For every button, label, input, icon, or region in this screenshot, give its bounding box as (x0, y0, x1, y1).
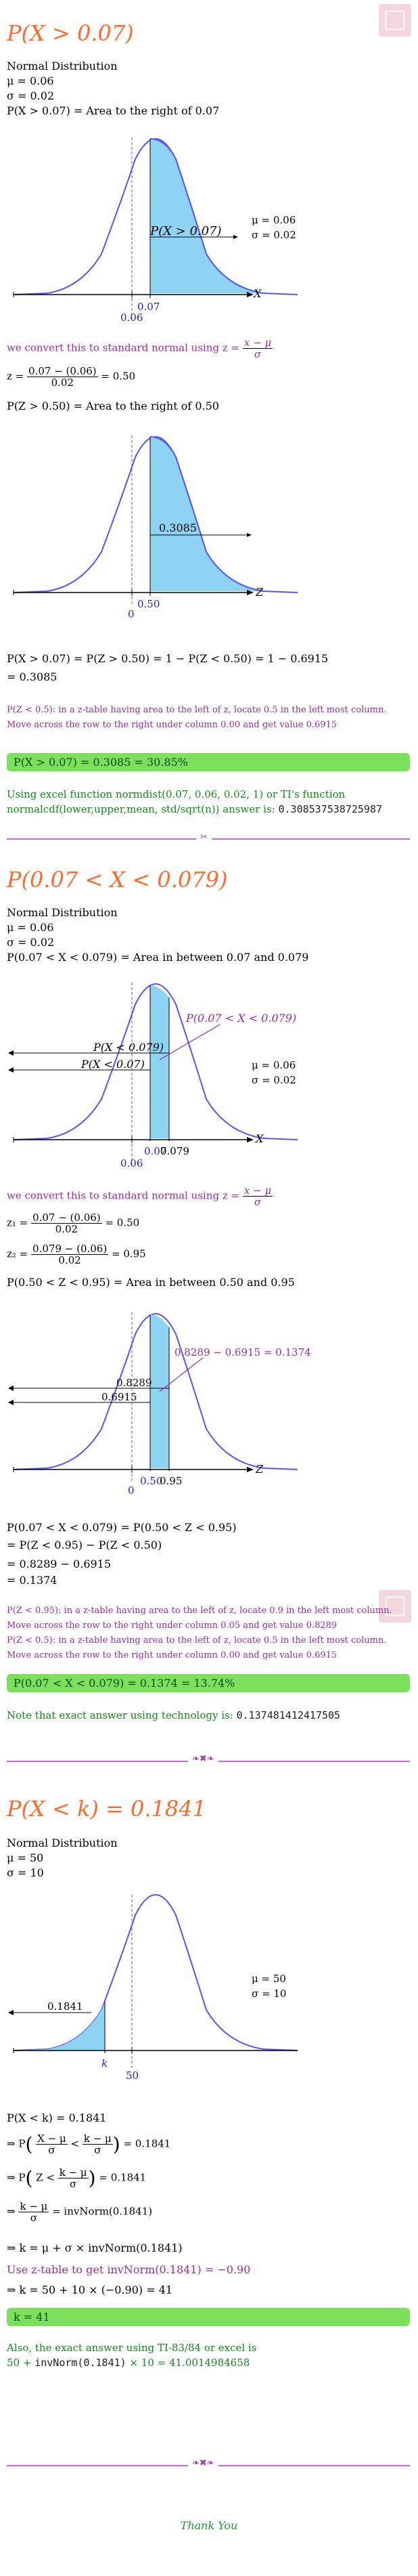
lower-cum-value: 0.8289 (116, 1377, 152, 1389)
tick-label: 0.079 (160, 1145, 189, 1157)
sigma-label: σ = 0.02 (7, 89, 55, 102)
mu-label: μ = 0.06 (7, 74, 54, 87)
shaded-area-value: 0.1841 (47, 2000, 83, 2013)
normal-curve-graph-x-between: P(0.07 < X < 0.079) P(X < 0.079) P(X < 0… (8, 983, 298, 1167)
shaded-area-label: P(X > 0.07) (149, 224, 222, 238)
watermark-logo (379, 1590, 411, 1623)
convert-text: we convert this to standard normal using… (7, 337, 273, 360)
z1-equation: z₁ = 0.07 − (0.06)0.02 = 0.50 (7, 1211, 140, 1235)
mu-label: μ = 50 (7, 1851, 44, 1864)
section-title: P(0.07 < X < 0.079) (7, 867, 228, 893)
k-tick-label: k (101, 2057, 108, 2069)
axis-label: Z (255, 1463, 264, 1476)
tick-label: 0.07 (137, 301, 160, 313)
mean-tick-label: 0.06 (120, 312, 143, 324)
mean-tick-label: 0.06 (120, 1157, 143, 1169)
area-statement: P(0.07 < X < 0.079) = Area in between 0.… (7, 951, 309, 964)
sigma-label: σ = 10 (7, 1866, 44, 1879)
answer-box: k = 41 (7, 2308, 410, 2326)
z-table-note: P(Z < 0.5): in a z-table having area to … (7, 1635, 387, 1660)
axis-label: X (254, 1132, 264, 1145)
excel-note: Also, the exact answer using TI-83/84 or… (7, 2342, 257, 2354)
z-equation: z = 0.07 − (0.06)0.02 = 0.50 (7, 365, 136, 389)
calc-line: P(X > 0.07) = P(Z > 0.50) = 1 − P(Z < 0.… (7, 652, 329, 665)
graph-mu: μ = 50 (252, 1973, 286, 1985)
area-z-statement: P(Z > 0.50) = Area to the right of 0.50 (7, 400, 219, 412)
between-area-label: P(0.07 < X < 0.079) (185, 1012, 296, 1025)
distribution-label: Normal Distribution (7, 60, 118, 72)
section-title: P(X > 0.07) (7, 20, 134, 46)
graph-sigma: σ = 10 (252, 1988, 286, 2000)
answer-box: P(0.07 < X < 0.079) = 0.1374 = 13.74% (7, 1674, 410, 1692)
axis-label: X (252, 287, 262, 300)
calc-line: = 0.1374 (7, 1574, 57, 1587)
step-line: P(X < k) = 0.1841 (7, 2111, 107, 2124)
tick-label: 0.50 (137, 598, 160, 610)
calc-line: = 0.3085 (7, 670, 57, 683)
mean-tick-label: 0 (128, 1484, 135, 1497)
graph-sigma: σ = 0.02 (252, 229, 296, 241)
calc-line: = 0.8289 − 0.6915 (7, 1558, 112, 1570)
normal-curve-graph-z: 0.3085 0.50 Z (13, 435, 298, 610)
z-table-note: P(Z < 0.5): in a z-table having area to … (7, 705, 387, 730)
divider-ornament: ❧✖❧ (188, 1754, 218, 1764)
watermark-logo (379, 4, 411, 37)
convert-text: we convert this to standard normal using… (7, 1184, 273, 1208)
excel-formula: 50 + invNorm(0.1841) × 10 = 41.001498465… (7, 2357, 250, 2369)
mu-label: μ = 0.06 (7, 921, 54, 934)
tick-label: 0.07 (144, 1145, 166, 1157)
normal-curve-graph-k: 0.1841 μ = 50 σ = 10 k 50 (8, 1893, 298, 2082)
upper-cum-label: P(X < 0.07) (80, 1058, 145, 1071)
z-table-note: P(Z < 0.95): in a z-table having area to… (7, 1606, 392, 1631)
calc-line: P(0.07 < X < 0.079) = P(0.50 < Z < 0.95) (7, 1521, 237, 1534)
z2-equation: z₂ = 0.079 − (0.06)0.02 = 0.95 (7, 1243, 146, 1266)
mean-tick-label: 50 (126, 2069, 139, 2082)
normal-curve-graph-x: P(X > 0.07) μ = 0.06 σ = 0.02 0.07 X (13, 137, 298, 322)
between-area-calc: 0.8289 − 0.6915 = 0.1374 (175, 1346, 311, 1358)
lower-cum-label: P(X < 0.079) (93, 1041, 164, 1054)
area-statement: P(X > 0.07) = Area to the right of 0.07 (7, 104, 220, 117)
area-z-statement: P(0.50 < Z < 0.95) = Area in between 0.5… (7, 1276, 295, 1289)
distribution-label: Normal Distribution (7, 906, 118, 919)
divider-ornament: ❧✖❧ (188, 2458, 218, 2468)
normal-curve-graph-z-between: 0.8289 − 0.6915 = 0.1374 0.8289 0.6915 0… (8, 1312, 311, 1487)
divider-ornament: ✂ (196, 832, 212, 842)
calc-line: = P(Z < 0.95) − P(Z < 0.50) (7, 1539, 162, 1551)
thank-you: Thank You (180, 2519, 238, 2532)
shaded-area-value: 0.3085 (159, 521, 197, 534)
answer-box: P(X > 0.07) = 0.3085 = 30.85% (7, 753, 410, 771)
step-line: ⇒ k = μ + σ × invNorm(0.1841) (7, 2241, 183, 2254)
graph-mu: μ = 0.06 (252, 1059, 296, 1071)
axis-label: Z (255, 586, 264, 599)
excel-note: Using excel function normdist(0.07, 0.06… (7, 788, 383, 815)
tick-label: 0.95 (160, 1475, 182, 1487)
section-title: P(X < k) = 0.1841 (7, 1796, 206, 1822)
mean-tick-label: 0 (128, 608, 135, 620)
upper-cum-value: 0.6915 (101, 1391, 137, 1403)
step-line: Use z-table to get invNorm(0.1841) = −0.… (7, 2263, 251, 2276)
step-line: ⇒ k = 50 + 10 × (−0.90) = 41 (7, 2283, 173, 2296)
graph-sigma: σ = 0.02 (252, 1074, 296, 1086)
tech-note: Note that exact answer using technology … (7, 1709, 341, 1721)
distribution-label: Normal Distribution (7, 1837, 118, 1849)
tick-label: 0.50 (140, 1475, 162, 1487)
sigma-label: σ = 0.02 (7, 936, 55, 949)
graph-mu: μ = 0.06 (252, 214, 296, 226)
